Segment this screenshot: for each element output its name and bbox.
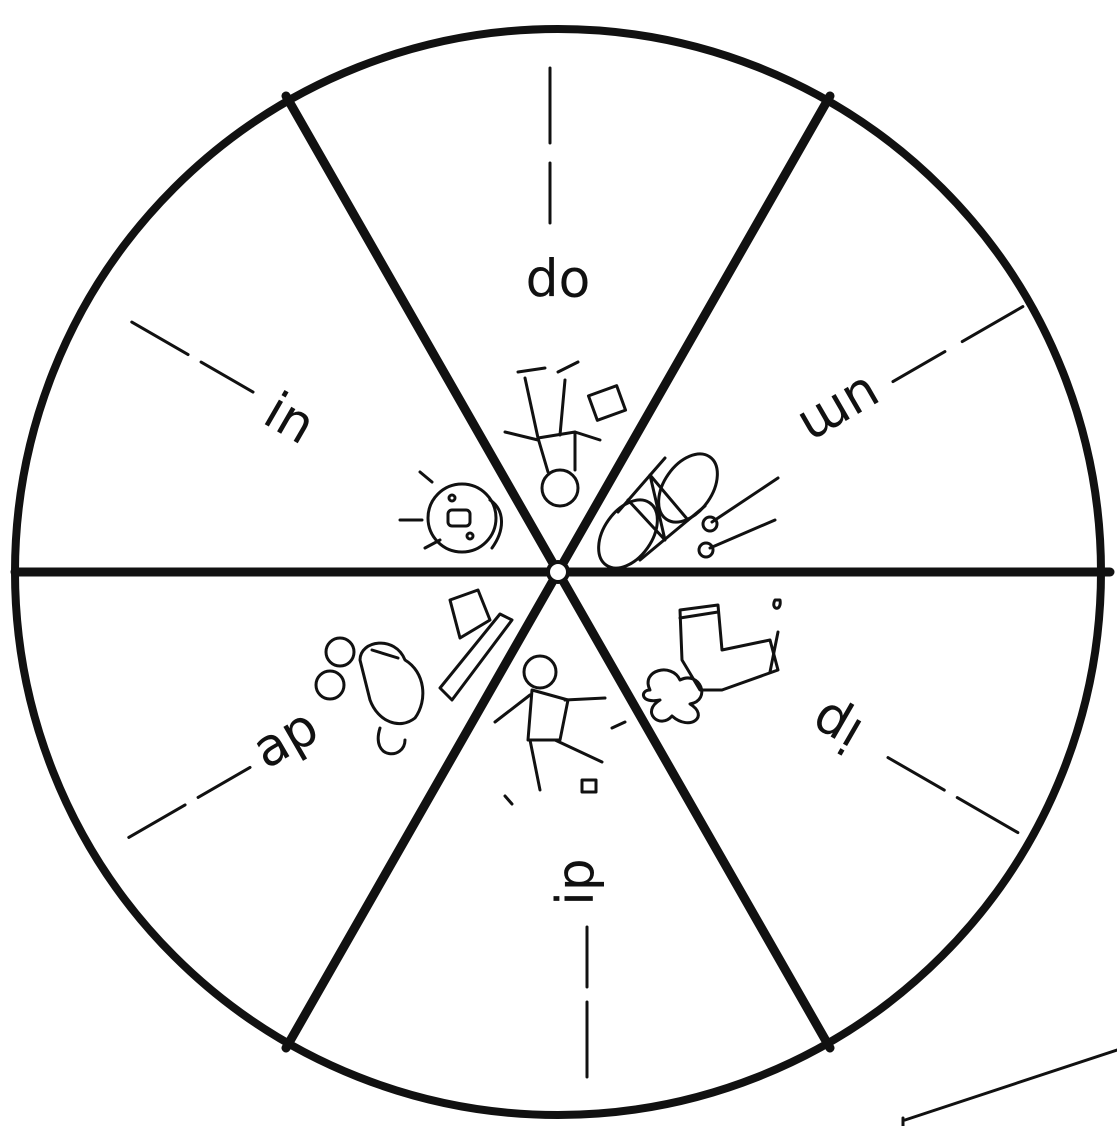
- sock-icon: [643, 600, 780, 723]
- segment-ip-right: ip: [801, 689, 1033, 858]
- word-label-ap: ap: [242, 697, 328, 781]
- page-corner: [903, 1050, 1117, 1126]
- grinning-face-icon: [400, 472, 502, 552]
- word-label-in: in: [254, 381, 325, 457]
- word-label-um: um: [789, 364, 891, 458]
- word-label-op: op: [526, 255, 591, 315]
- segment-op: op: [526, 68, 591, 315]
- mouse-trap-icon: [316, 590, 512, 754]
- center-pin[interactable]: [548, 562, 568, 582]
- word-label-ip-bottom: ip: [546, 858, 606, 905]
- segment-ip-bottom: ip: [546, 858, 606, 1077]
- segment-in: in: [114, 300, 325, 456]
- segment-ap: ap: [110, 697, 328, 858]
- segment-um: um: [789, 280, 1037, 458]
- tripping-child-icon: [495, 656, 625, 804]
- word-label-ip-right: ip: [801, 689, 872, 765]
